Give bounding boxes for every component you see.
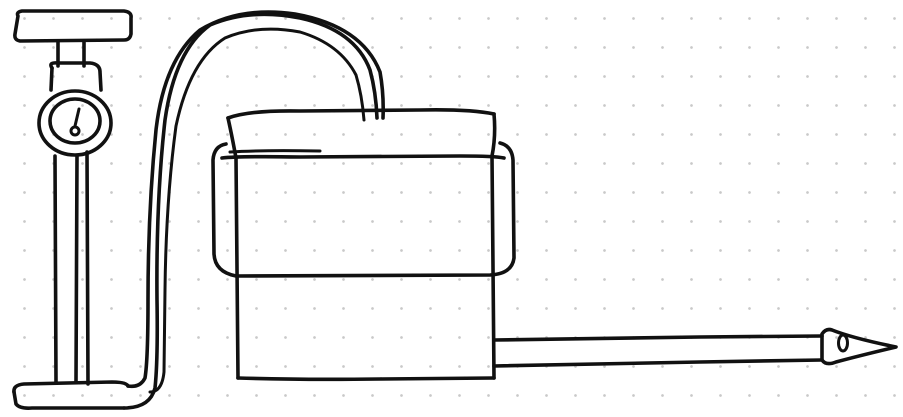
tank-body xyxy=(236,156,494,379)
nozzle-tip xyxy=(822,330,896,364)
hose xyxy=(124,12,383,408)
pump-barrel xyxy=(55,152,88,384)
outlet-pipe xyxy=(494,336,822,366)
pump-footplate xyxy=(14,382,128,408)
pump-handle xyxy=(15,11,131,66)
tank-band xyxy=(213,143,514,276)
pump-gauge xyxy=(39,63,111,155)
